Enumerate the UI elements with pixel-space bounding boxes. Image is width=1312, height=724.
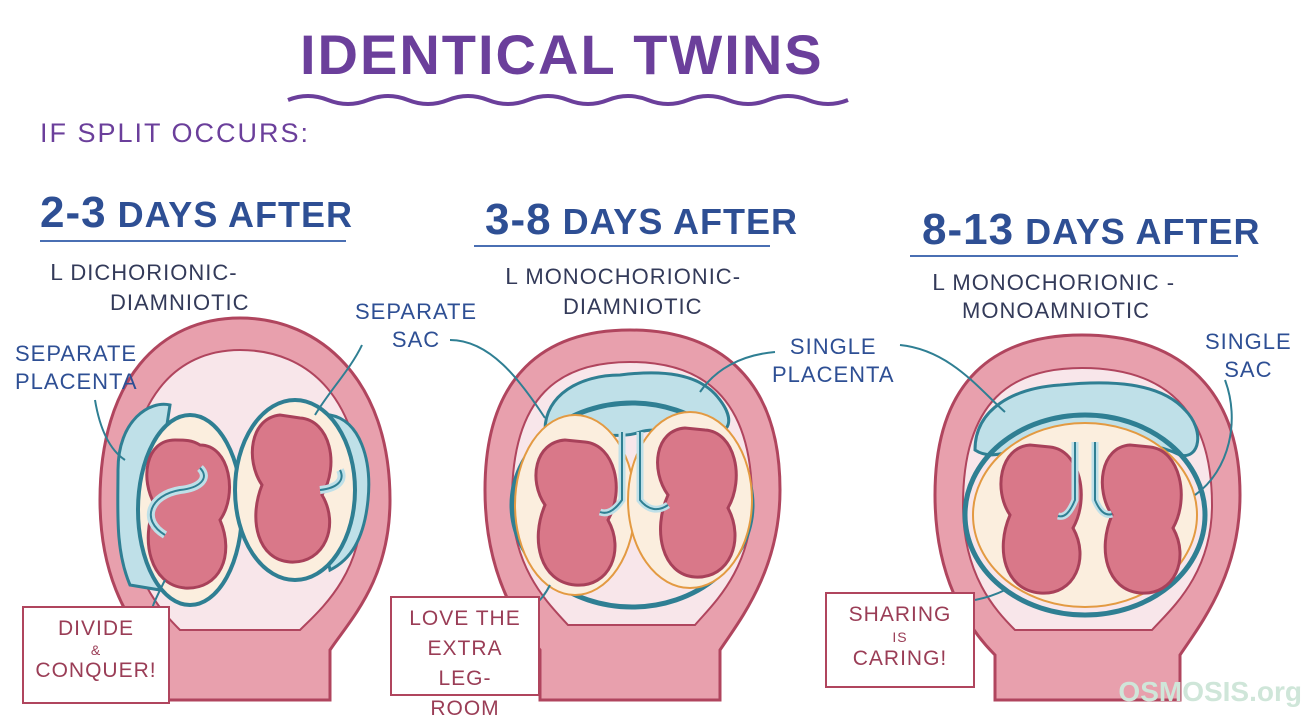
heading-underline bbox=[474, 245, 770, 247]
days-range: 8-13 bbox=[922, 205, 1015, 254]
pointer-separate-placenta bbox=[94, 399, 126, 461]
pointer-single-placenta bbox=[699, 351, 776, 393]
quote-line: CONQUER! bbox=[35, 659, 157, 682]
label-separate-placenta: SEPARATE PLACENTA bbox=[15, 340, 138, 396]
pointer-single-placenta-3 bbox=[899, 344, 1006, 413]
pointer-quote-3 bbox=[974, 589, 1006, 601]
days-range: 2-3 bbox=[40, 188, 107, 237]
quote-line: CARING! bbox=[852, 647, 948, 670]
label-line: SAC bbox=[391, 327, 441, 352]
title-underline bbox=[287, 94, 849, 106]
label-line: SINGLE bbox=[789, 334, 877, 359]
quote-line: LOVE THE bbox=[409, 607, 521, 630]
type-line-1: ᒪ MONOCHORIONIC - bbox=[932, 270, 1176, 295]
heading-underline bbox=[40, 240, 346, 242]
label-single-placenta: SINGLE PLACENTA bbox=[772, 333, 895, 389]
heading-8-13-days: 8-13 DAYS AFTER bbox=[922, 205, 1260, 255]
quote-sharing-caring: SHARING IS CARING! bbox=[825, 592, 975, 688]
quote-line: IS bbox=[892, 629, 908, 645]
osmosis-logo: OSMOSIS.org bbox=[1118, 676, 1302, 707]
heading-underline bbox=[910, 255, 1238, 257]
label-line: SEPARATE bbox=[15, 341, 138, 366]
label-single-sac: SINGLE SAC bbox=[1205, 328, 1292, 384]
page-title: IDENTICAL TWINS bbox=[300, 23, 824, 86]
heading-2-3-days: 2-3 DAYS AFTER bbox=[40, 188, 353, 238]
quote-line: DIVIDE bbox=[57, 617, 134, 640]
quote-line: SHARING bbox=[848, 603, 952, 626]
uterus-dichorionic-diamniotic bbox=[94, 316, 392, 702]
split-subtitle: IF SPLIT OCCURS: bbox=[40, 118, 311, 148]
quote-leg-room: LOVE THE EXTRA LEG- ROOM bbox=[390, 596, 540, 720]
type-line-1: ᒪ DICHORIONIC- bbox=[50, 260, 238, 285]
quote-line: EXTRA LEG- bbox=[427, 637, 503, 690]
pointer-separate-sac bbox=[314, 344, 363, 416]
pointer-single-sac bbox=[1194, 379, 1233, 496]
label-line: SEPARATE bbox=[355, 299, 478, 324]
label-line: PLACENTA bbox=[15, 369, 138, 394]
days-after-label: DAYS AFTER bbox=[562, 201, 798, 242]
label-line: SAC bbox=[1224, 357, 1273, 382]
type-line-2: DIAMNIOTIC bbox=[110, 290, 250, 315]
label-separate-sac: SEPARATE SAC bbox=[355, 298, 477, 354]
quote-divide-conquer: DIVIDE & CONQUER! bbox=[22, 606, 170, 704]
quote-line: ROOM bbox=[430, 697, 500, 720]
heading-3-8-days: 3-8 DAYS AFTER bbox=[485, 195, 798, 245]
days-after-label: DAYS AFTER bbox=[117, 194, 353, 235]
pointer-separate-sac-2 bbox=[449, 339, 546, 419]
days-range: 3-8 bbox=[485, 195, 552, 244]
type-line-1: ᒪ MONOCHORIONIC- bbox=[505, 264, 742, 289]
label-line: PLACENTA bbox=[772, 362, 895, 387]
label-line: SINGLE bbox=[1205, 329, 1292, 354]
uterus-monochorionic-monoamniotic bbox=[899, 333, 1242, 702]
days-after-label: DAYS AFTER bbox=[1025, 211, 1261, 252]
type-line-2: MONOAMNIOTIC bbox=[962, 298, 1150, 323]
type-line-2: DIAMNIOTIC bbox=[563, 294, 703, 319]
uterus-monochorionic-diamniotic bbox=[449, 328, 782, 702]
quote-line: & bbox=[90, 642, 102, 658]
